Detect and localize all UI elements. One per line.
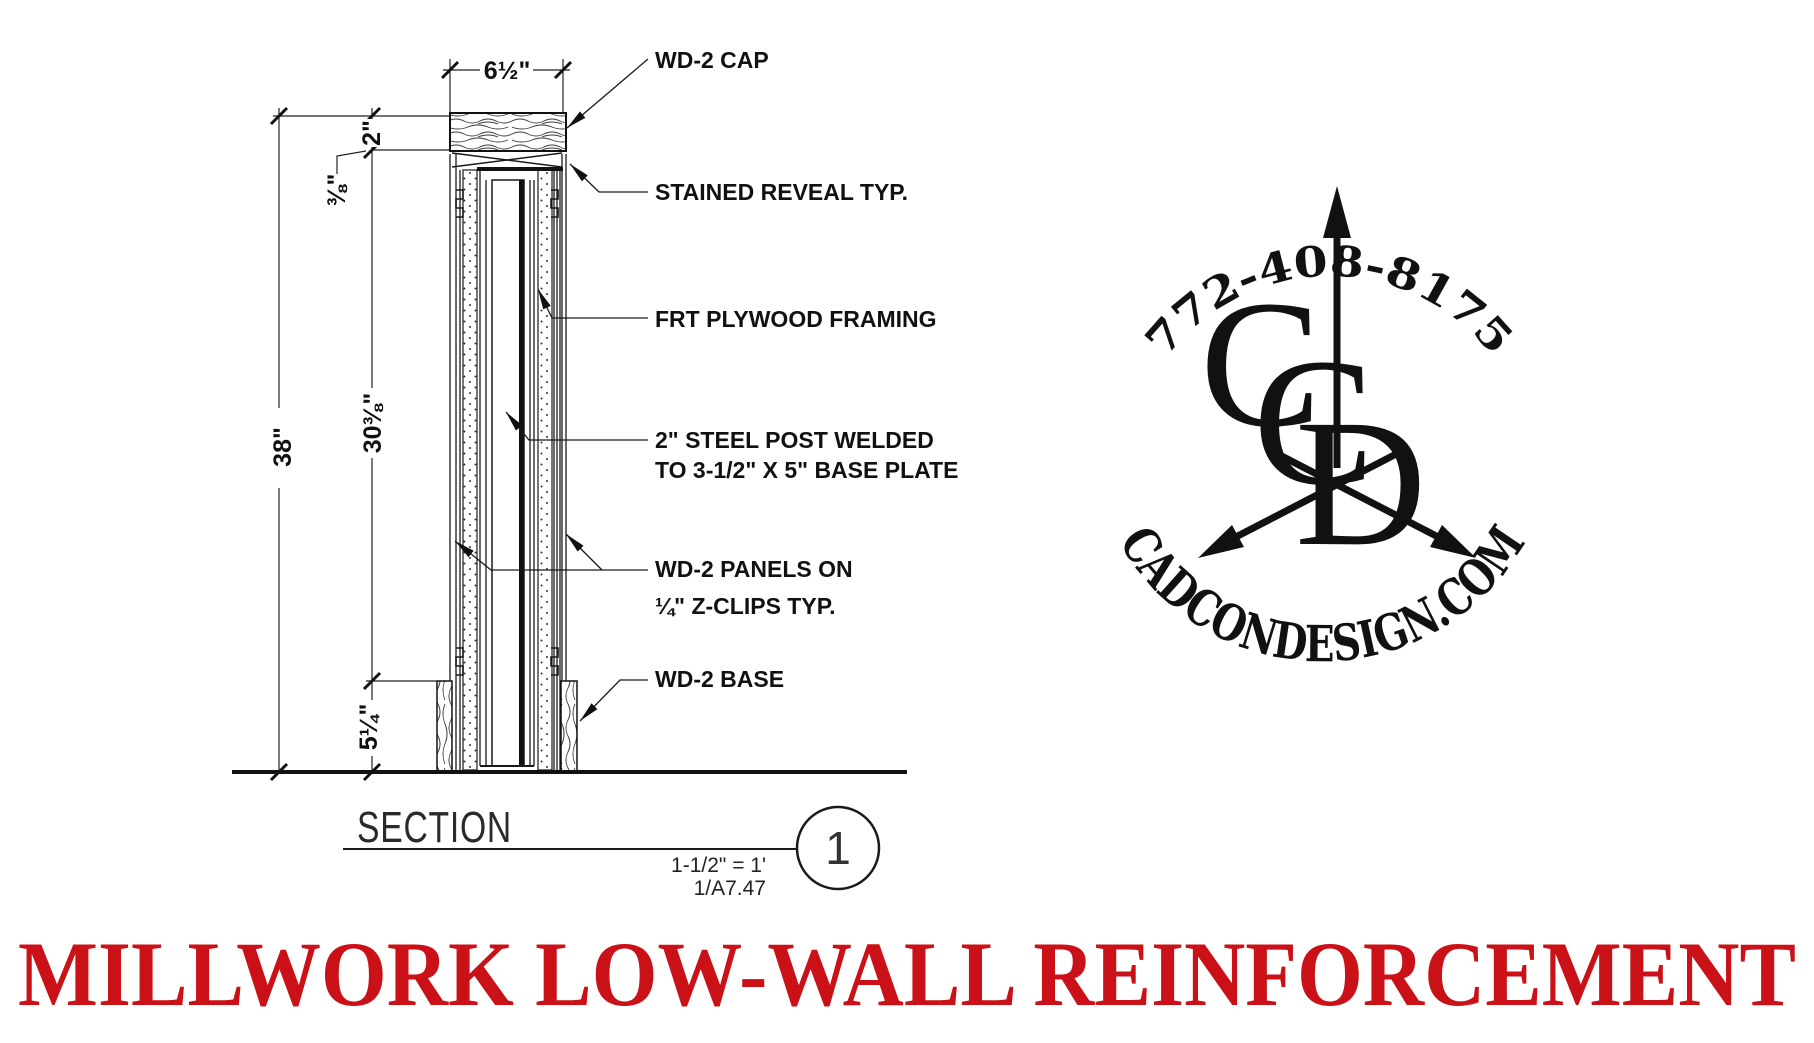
callout-frt-plywood-text: FRT PLYWOOD FRAMING [655,306,937,332]
view-title: SECTION [357,803,512,852]
plywood-left [462,169,478,771]
view-title-block: SECTION 1 1-1/2" = 1' 1/A7.47 [343,803,881,900]
sheet-ref: 1/A7.47 [694,877,766,900]
dim-mid-height-text: 30⅜" [359,393,387,454]
arrow-se-head [1430,525,1476,558]
callout-wd2-base-text: WD-2 BASE [655,666,784,692]
plywood-right [537,169,553,771]
scale-text: 1-1/2" = 1' [671,854,766,877]
z-clips [455,189,559,676]
logo-monogram: C C D [1200,264,1426,584]
callout-steel-post-line2: TO 3-1/2" X 5" BASE PLATE [655,457,958,483]
top-blocking [451,152,563,171]
monogram-letter-c1: C [1200,264,1321,465]
callout-stained-reveal: STAINED REVEAL TYP. [569,163,908,205]
steel-post [480,179,534,767]
monogram-letter-c2: C [1253,322,1374,523]
dim-cap-height-text: 2" [358,120,386,146]
callout-stained-reveal-text: STAINED REVEAL TYP. [655,179,908,205]
arrow-se-shaft [1268,446,1446,544]
dim-base-height-text: 5¼" [355,704,383,751]
callout-wd2-panels: WD-2 PANELS ON ¼" Z-CLIPS TYP. [454,533,853,619]
wd2-cap [449,112,567,152]
dim-reveal-text: ⅜" [323,174,351,207]
detail-bubble [795,805,881,891]
callout-wd2-cap-text: WD-2 CAP [655,47,769,73]
callout-steel-post-line1: 2" STEEL POST WELDED [655,427,934,453]
monogram-letter-d: D [1295,383,1426,584]
dim-overall-height-text: 38" [269,427,297,467]
arrow-up-head [1323,186,1351,238]
arrow-sw-shaft [1228,446,1406,544]
arrow-sw-head [1198,525,1244,558]
dim-chain: 2" 30⅜" 5¼" [352,106,388,782]
dim-top-width: 6½" [440,57,573,112]
dim-reveal: ⅜" [323,150,367,207]
callout-wd2-panels-line1: WD-2 PANELS ON [655,556,853,582]
section-drawing: 6½" 38" 2" 30⅜" 5¼ [232,47,958,900]
logo-compass-arrows [1198,186,1476,558]
dim-top-width-text: 6½" [484,57,531,85]
sheet-title: MILLWORK LOW-WALL REINFORCEMENT [18,923,1796,1025]
callout-wd2-base: WD-2 BASE [579,666,784,722]
wall-assembly [232,112,907,774]
company-logo: 772-408-8175 CADCONDESIGN.COM C C D [1108,186,1536,673]
callout-frt-plywood: FRT PLYWOOD FRAMING [537,288,937,332]
dimensions: 6½" 38" 2" 30⅜" 5¼ [264,57,573,782]
callout-wd2-panels-line2: ¼" Z-CLIPS TYP. [655,593,835,619]
detail-number: 1 [825,822,851,874]
callout-wd2-cap: WD-2 CAP [566,47,769,129]
dim-overall-height: 38" [264,106,298,782]
callouts: WD-2 CAP STAINED REVEAL TYP. FRT PLYWOOD… [454,47,958,722]
callout-steel-post: 2" STEEL POST WELDED TO 3-1/2" X 5" BASE… [505,411,958,483]
